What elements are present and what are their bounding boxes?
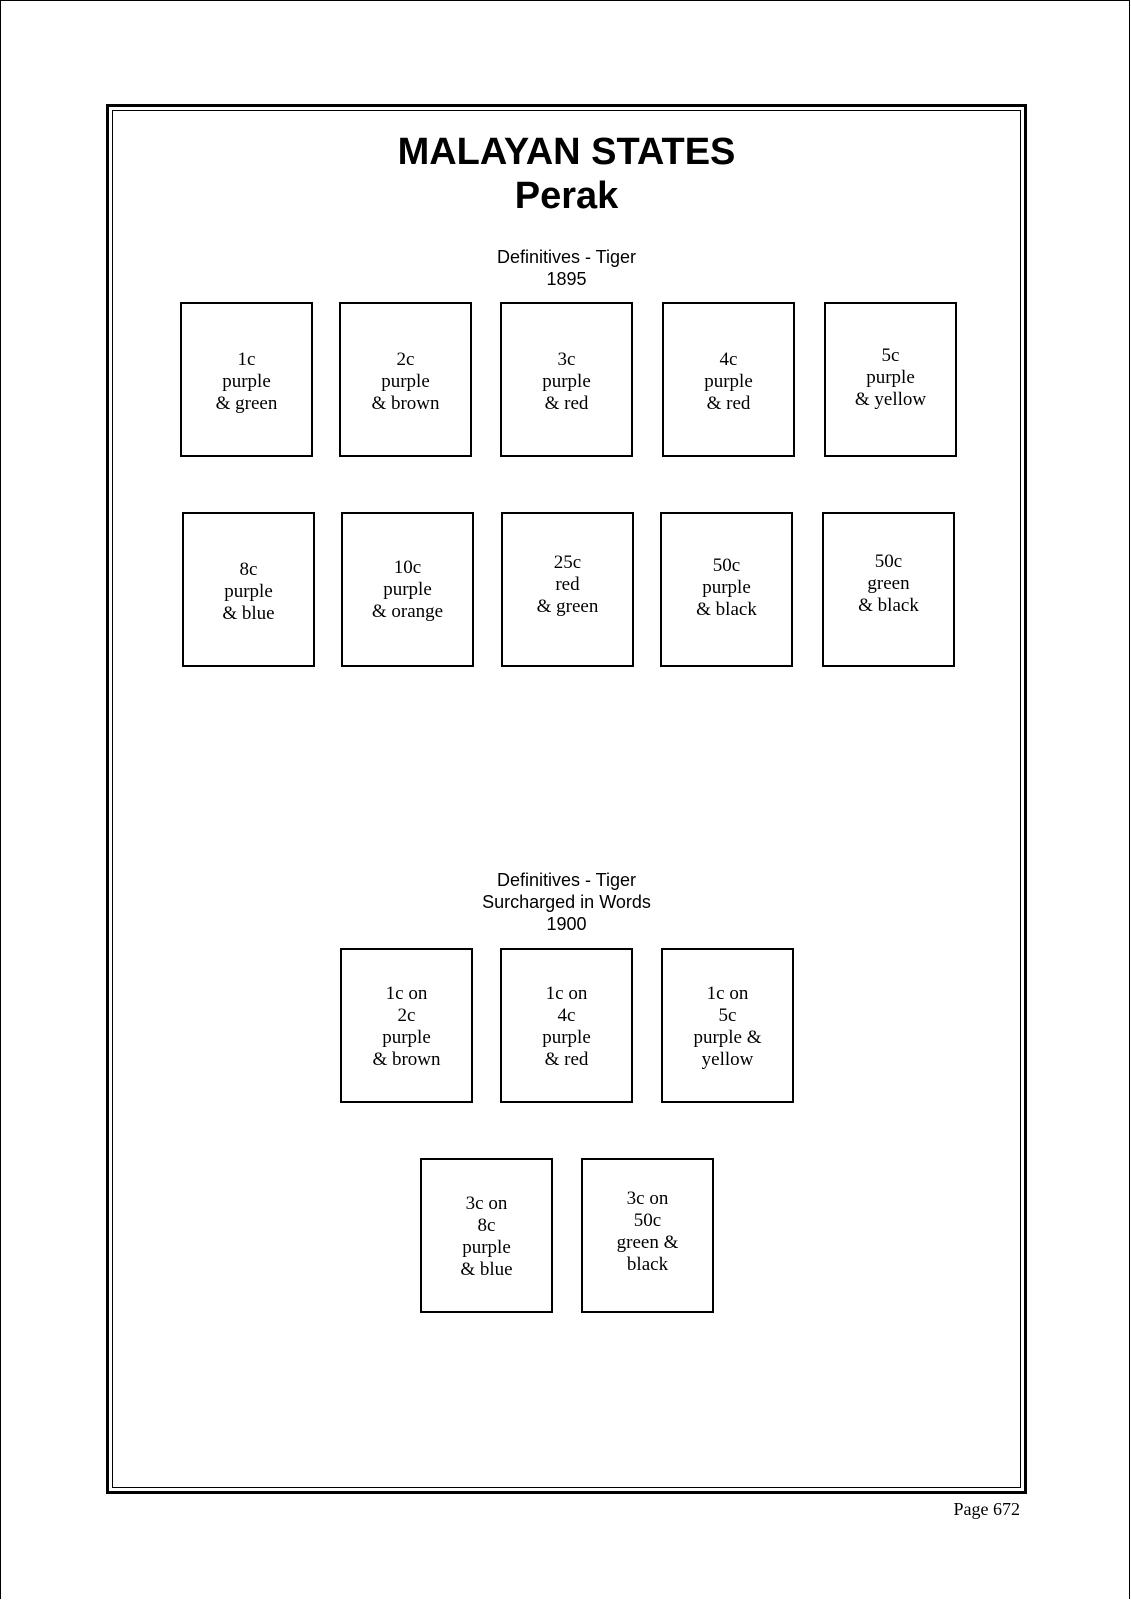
stamp-label: 1c on <box>545 983 588 1004</box>
stamp-space: 4c purple & red <box>662 302 795 457</box>
section2-subtitle: Surcharged in Words <box>482 892 651 912</box>
stamp-label: 3c <box>557 349 576 370</box>
stamp-space: 25c red & green <box>501 512 634 667</box>
stamp-label: 8c <box>477 1215 496 1236</box>
stamp-space: 1c on 4c purple & red <box>500 948 633 1103</box>
stamp-label: 1c <box>237 349 256 370</box>
page-border-inner <box>112 110 1021 1488</box>
stamp-label: 4c <box>719 349 738 370</box>
stamp-label: 2c <box>396 349 415 370</box>
stamp-label: & green <box>536 596 599 617</box>
stamp-space: 50c green & black <box>822 512 955 667</box>
stamp-label: purple <box>382 1027 431 1048</box>
stamp-label: 25c <box>553 552 582 573</box>
stamp-label: red <box>555 574 580 595</box>
section2-title: Definitives - Tiger <box>496 870 637 890</box>
page-border-outer <box>106 104 1027 1494</box>
stamp-label: yellow <box>701 1049 754 1070</box>
stamp-space: 3c on 8c purple & blue <box>420 1158 553 1313</box>
stamp-label: purple <box>224 581 273 602</box>
stamp-label: & brown <box>371 393 440 414</box>
section1-title: Definitives - Tiger <box>496 247 637 267</box>
stamp-label: purple <box>704 371 753 392</box>
stamp-label: & green <box>215 393 278 414</box>
stamp-label: purple <box>222 371 271 392</box>
stamp-label: purple <box>381 371 430 392</box>
stamp-space: 1c purple & green <box>180 302 313 457</box>
page-number: Page 672 <box>953 1499 1021 1519</box>
stamp-label: 10c <box>393 557 422 578</box>
stamp-label: 50c <box>874 551 903 572</box>
stamp-label: & red <box>544 1049 589 1070</box>
stamp-label: purple <box>866 367 915 388</box>
stamp-label: & black <box>696 599 757 620</box>
section1-year: 1895 <box>546 269 587 289</box>
stamp-label: purple <box>542 1027 591 1048</box>
stamp-label: & red <box>544 393 589 414</box>
stamp-label: 5c <box>881 345 900 366</box>
stamp-label: 5c <box>718 1005 737 1026</box>
stamp-label: 2c <box>397 1005 416 1026</box>
stamp-space: 10c purple & orange <box>341 512 474 667</box>
stamp-label: 3c on <box>465 1193 508 1214</box>
stamp-label: 4c <box>557 1005 576 1026</box>
stamp-label: & black <box>858 595 919 616</box>
stamp-label: & blue <box>222 603 275 624</box>
stamp-label: purple & <box>693 1027 762 1048</box>
stamp-space: 2c purple & brown <box>339 302 472 457</box>
stamp-label: & yellow <box>854 389 927 410</box>
section2-year: 1900 <box>546 914 587 934</box>
stamp-label: purple <box>702 577 751 598</box>
stamp-label: & brown <box>372 1049 441 1070</box>
stamp-label: purple <box>462 1237 511 1258</box>
stamp-label: & blue <box>460 1259 513 1280</box>
stamp-label: 1c on <box>385 983 428 1004</box>
stamp-label: 8c <box>239 559 258 580</box>
stamp-space: 3c on 50c green & black <box>581 1158 714 1313</box>
stamp-space: 50c purple & black <box>660 512 793 667</box>
stamp-label: 50c <box>712 555 741 576</box>
country-title: MALAYAN STATES <box>397 131 736 173</box>
region-title: Perak <box>514 175 619 217</box>
stamp-label: & red <box>706 393 751 414</box>
stamp-label: 50c <box>633 1210 662 1231</box>
stamp-label: purple <box>542 371 591 392</box>
stamp-label: black <box>626 1254 669 1275</box>
stamp-label: 1c on <box>706 983 749 1004</box>
stamp-space: 1c on 2c purple & brown <box>340 948 473 1103</box>
stamp-label: 3c on <box>626 1188 669 1209</box>
stamp-space: 1c on 5c purple & yellow <box>661 948 794 1103</box>
stamp-space: 8c purple & blue <box>182 512 315 667</box>
stamp-space: 5c purple & yellow <box>824 302 957 457</box>
stamp-label: green & <box>616 1232 679 1253</box>
stamp-space: 3c purple & red <box>500 302 633 457</box>
stamp-label: purple <box>383 579 432 600</box>
stamp-label: & orange <box>371 601 444 622</box>
stamp-label: green <box>867 573 910 594</box>
